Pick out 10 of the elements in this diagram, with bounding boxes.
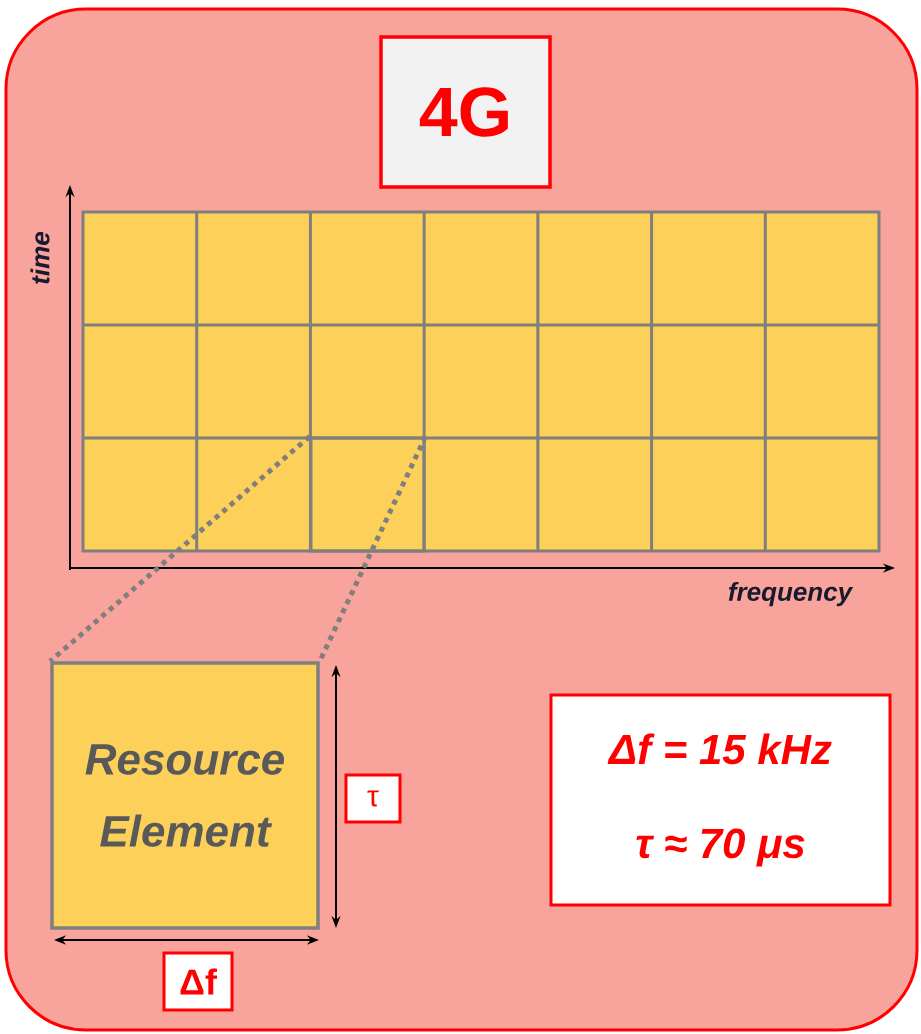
resource-element-box: Resource Element [50, 661, 320, 930]
symbol-box: τ [344, 773, 402, 824]
grid-cell [309, 436, 426, 553]
resource-grid [81, 210, 881, 553]
axis-label: time [30, 232, 50, 284]
title-box: 4G [379, 35, 552, 189]
symbol-box: Δf [162, 951, 234, 1012]
leader-line [48, 434, 312, 664]
formula-box: Δf = 15 kHz τ ≈ 70 μs [549, 693, 892, 907]
axis-label: frequency [728, 581, 854, 607]
